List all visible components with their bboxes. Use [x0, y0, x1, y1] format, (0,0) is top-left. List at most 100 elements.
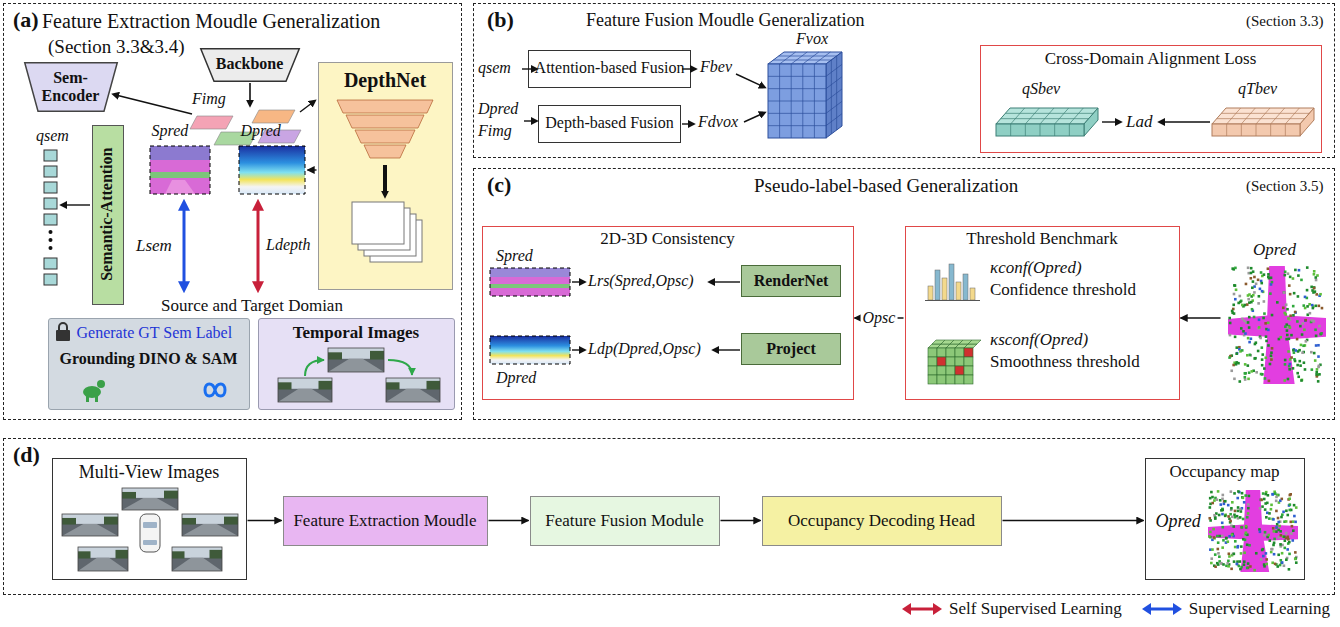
rect-shape	[1244, 376, 1247, 379]
text-holder: Spred	[152, 122, 189, 140]
rect-shape	[1214, 516, 1217, 519]
rect-shape	[1231, 533, 1234, 536]
annotation-label: Ldepth	[266, 236, 310, 254]
rect-shape	[1214, 565, 1217, 568]
rect-shape	[1287, 272, 1290, 275]
rect-shape	[1299, 325, 1302, 328]
polygon-shape	[1084, 108, 1098, 136]
rect-shape	[928, 366, 937, 375]
rect-shape	[1229, 355, 1232, 358]
annotation-label: κconf(Opred)	[990, 258, 1082, 278]
line-shape	[803, 52, 819, 64]
rect-shape	[1245, 533, 1248, 536]
rect-shape	[62, 514, 118, 536]
line-shape	[831, 60, 832, 134]
g-shape	[44, 52, 1326, 572]
rect-shape	[1289, 276, 1292, 279]
rect-shape	[1237, 517, 1240, 520]
label-holder: Spred	[496, 247, 533, 265]
rect-shape	[1304, 307, 1307, 310]
rect-shape	[1283, 379, 1286, 382]
rect-shape	[1233, 312, 1236, 315]
rect-shape	[1311, 289, 1314, 292]
rect-shape	[1259, 288, 1262, 291]
label-holder: κconf(Opred)	[990, 258, 1082, 278]
rect-shape	[1244, 332, 1247, 335]
rect-shape	[1300, 279, 1303, 282]
rect-shape	[44, 166, 57, 177]
line-shape	[1270, 124, 1271, 136]
rect-shape	[1282, 511, 1285, 514]
rect-shape	[1235, 288, 1238, 291]
node-label: Threshold Benchmark	[966, 229, 1118, 249]
text-holder: (c)	[487, 172, 511, 197]
rect-shape	[1244, 539, 1247, 542]
rect-shape	[1287, 498, 1290, 501]
path-shape	[522, 68, 535, 69]
rect-shape	[1263, 312, 1266, 315]
rect-shape	[1230, 568, 1233, 571]
rect-shape	[1209, 536, 1212, 539]
rect-shape	[1232, 525, 1235, 528]
rect-shape	[1224, 500, 1227, 503]
text-holder: (b)	[487, 7, 514, 32]
rect-shape	[1315, 305, 1318, 308]
temporal-box: Temporal Images	[258, 318, 455, 410]
rect-shape	[122, 488, 178, 510]
rect-shape	[1221, 508, 1224, 511]
rect-shape	[1251, 309, 1254, 312]
process-box: Attention-based Fusion	[528, 50, 692, 88]
rect-shape	[1304, 368, 1307, 371]
rect-shape	[1244, 534, 1247, 537]
rect-shape	[937, 357, 946, 366]
rect-shape	[964, 375, 973, 384]
rect-shape	[78, 547, 128, 571]
rect-shape	[1231, 516, 1234, 519]
connector-arrow	[489, 520, 529, 521]
rect-shape	[1214, 553, 1217, 556]
rect-shape	[1281, 544, 1284, 547]
path-shape	[184, 200, 185, 292]
label-holder: qsem	[478, 59, 511, 77]
rect-shape	[1242, 518, 1245, 521]
path-shape	[1149, 607, 1175, 610]
node-label: Feature Extraction Moudle	[293, 511, 476, 531]
polygon-shape	[1212, 108, 1314, 124]
rect-shape	[1237, 510, 1240, 513]
rect-shape	[1289, 314, 1292, 317]
process-box: RenderNet	[741, 265, 841, 297]
rect-shape	[1245, 531, 1248, 534]
rect-shape	[1232, 304, 1235, 307]
rect-shape	[1270, 354, 1273, 357]
path-shape	[305, 360, 324, 376]
label-holder: Lsem	[136, 236, 172, 256]
rect-shape	[352, 202, 404, 244]
rect-shape	[1240, 552, 1243, 555]
rect-shape	[1280, 516, 1283, 519]
rect-shape	[1264, 502, 1267, 505]
path-shape	[59, 323, 67, 331]
rect-shape	[1292, 305, 1295, 308]
input-box: Multi-View Images	[52, 458, 247, 580]
line-shape	[1025, 108, 1039, 124]
line-shape	[779, 56, 837, 57]
rect-shape	[1293, 351, 1296, 354]
rect-shape	[1236, 515, 1239, 518]
rect-shape	[1300, 344, 1303, 347]
attention-block: Semantic-Attention	[92, 125, 124, 305]
rect-shape	[1231, 311, 1234, 314]
rect-shape	[490, 268, 570, 277]
rect-shape	[1293, 358, 1296, 361]
connector-arrow	[1181, 317, 1221, 318]
label-holder: κsconf(Opred)	[990, 330, 1088, 350]
rect-shape	[964, 366, 973, 375]
node-label: Dpred	[241, 122, 281, 140]
node-label: Multi-View Images	[79, 462, 219, 483]
rect-shape	[1255, 283, 1258, 286]
rect-shape	[44, 214, 57, 225]
rect-shape	[1264, 531, 1267, 534]
rect-shape	[1287, 378, 1290, 381]
rect-shape	[172, 547, 222, 571]
rect-shape	[1239, 568, 1242, 571]
rect-shape	[1320, 332, 1323, 335]
